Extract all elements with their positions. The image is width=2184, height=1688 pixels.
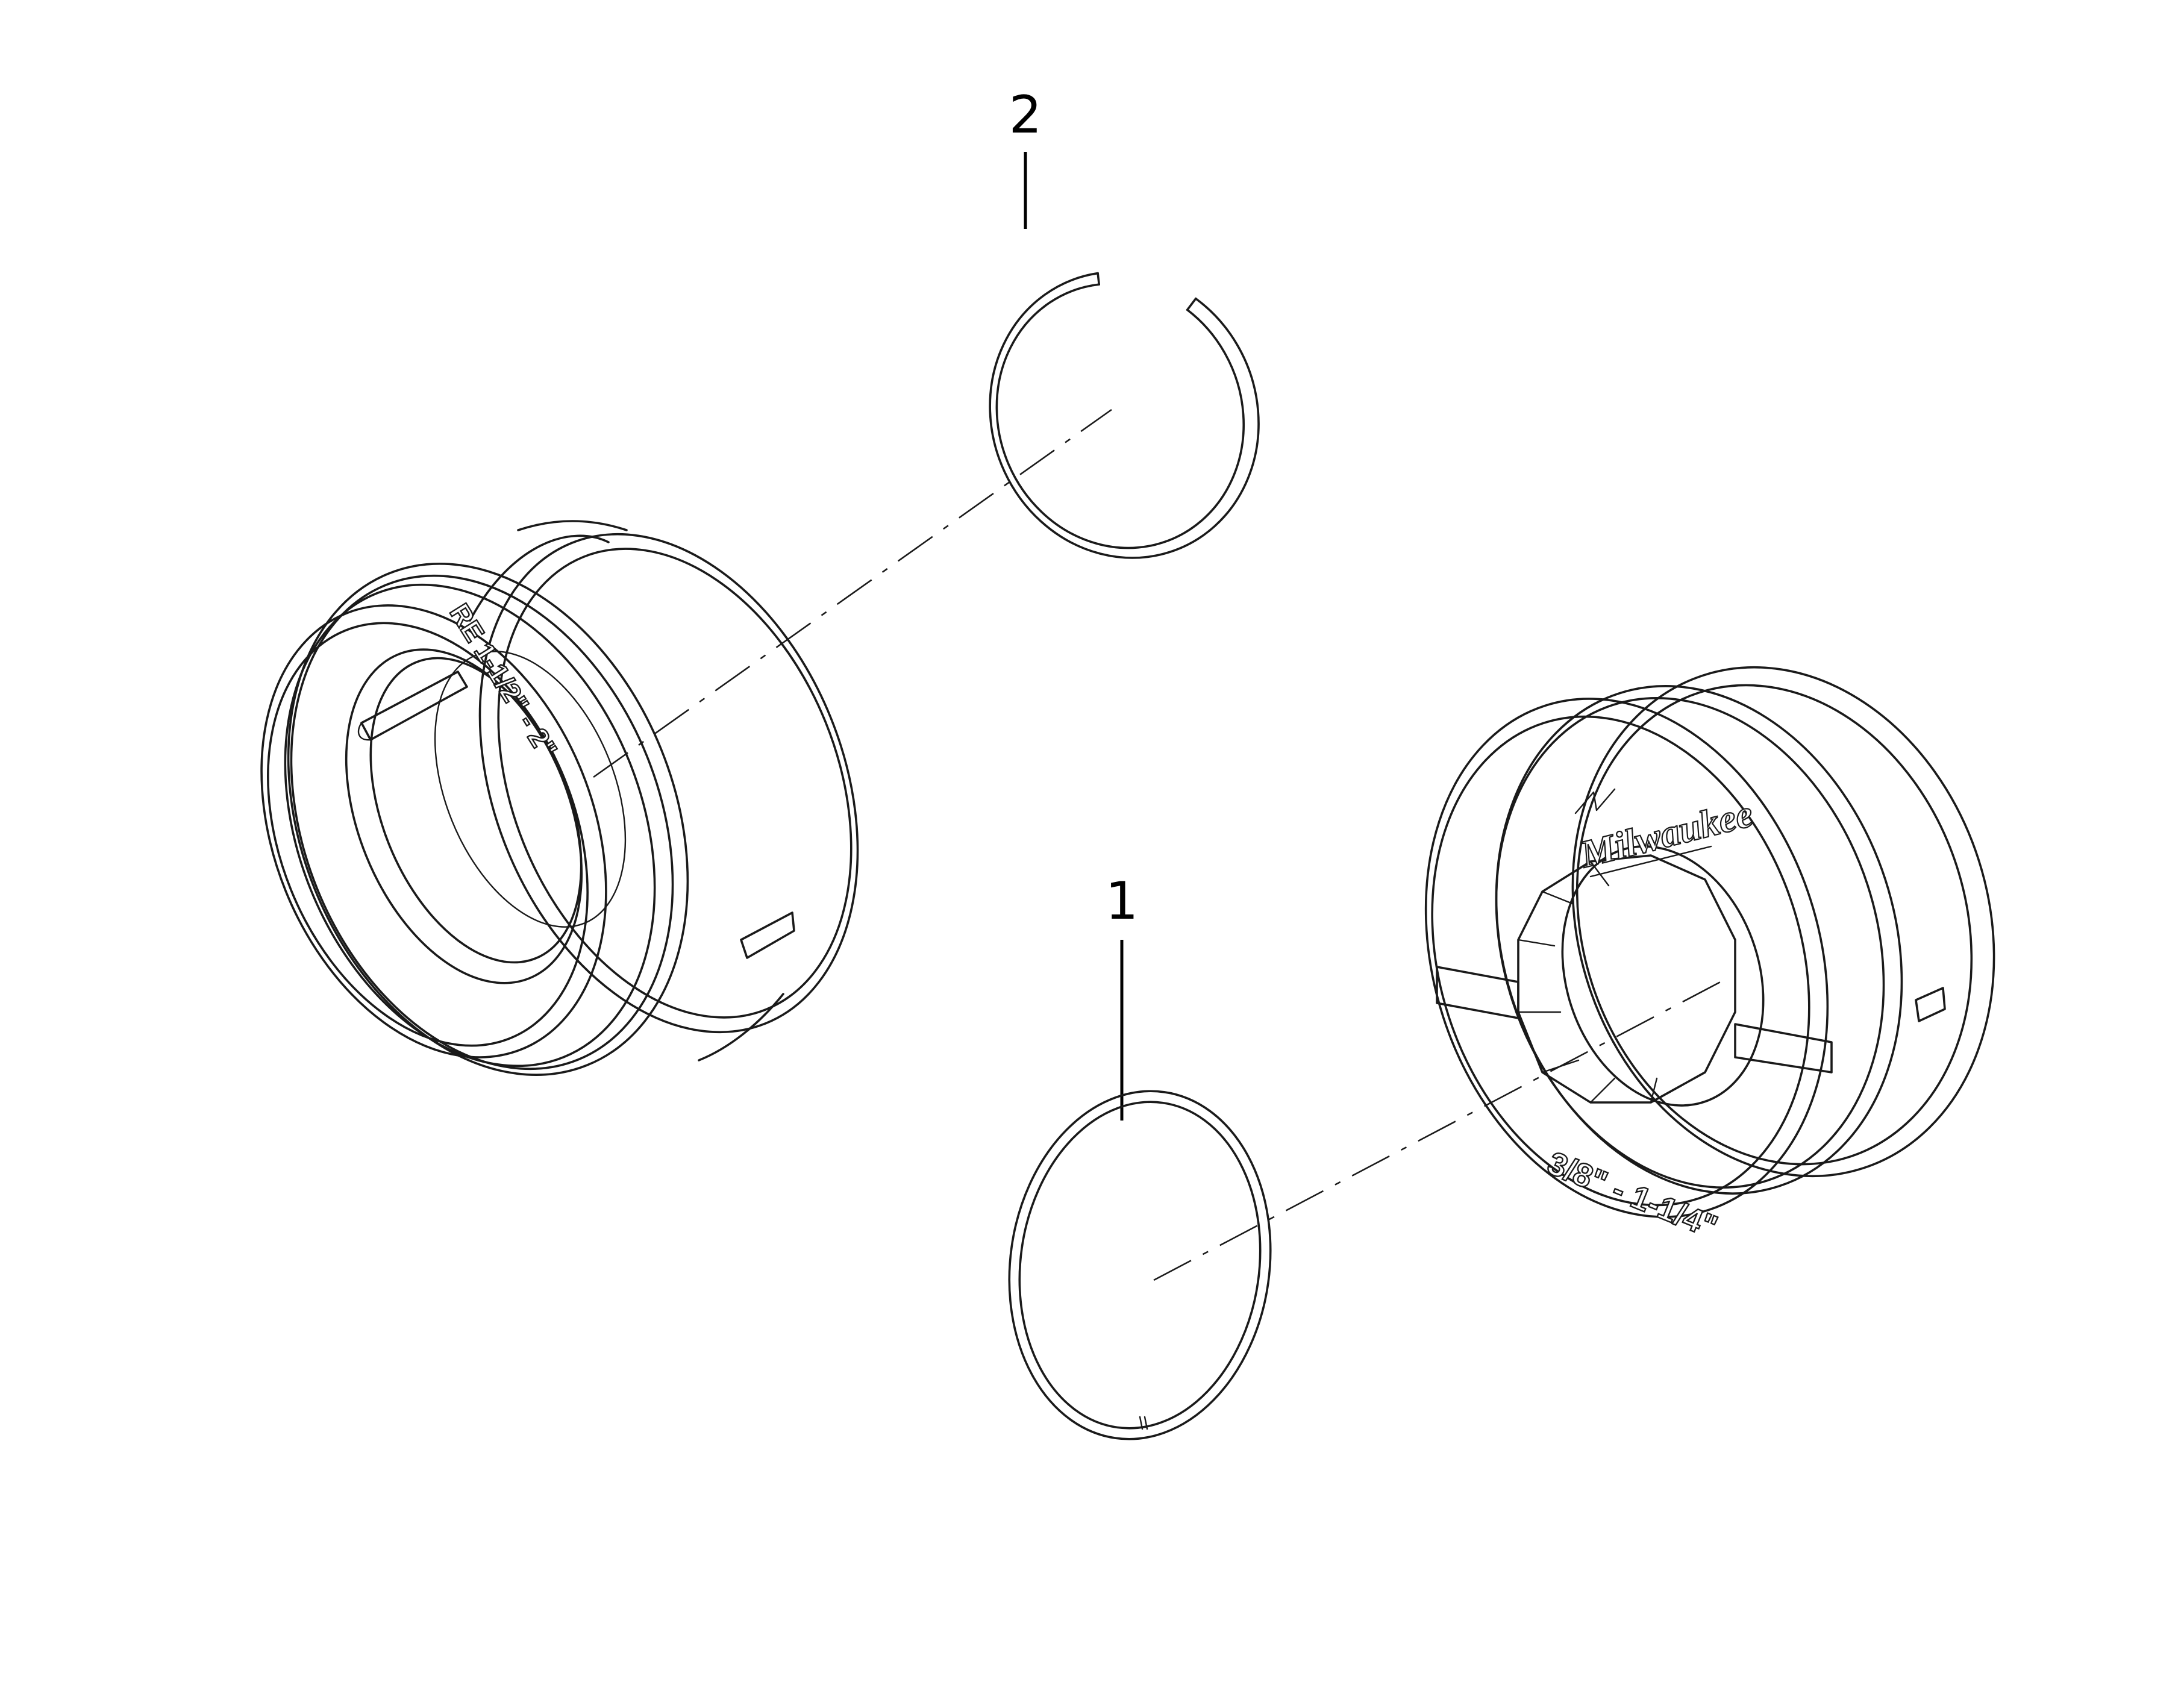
die-adapter-small[interactable]: Milwaukee 3/8" - 1-1/4"	[1362, 612, 2059, 1269]
callout-2[interactable]: 2	[1009, 85, 1042, 229]
left-die-size-marking: RE 1-1/2" - 2"	[444, 598, 564, 764]
die-adapter-large[interactable]: RE 1-1/2" - 2"	[198, 478, 928, 1135]
callout-label-1: 1	[1106, 871, 1139, 931]
axis-line-lower	[1153, 978, 1727, 1281]
callout-1[interactable]: 1	[1106, 871, 1139, 1121]
split-retaining-ring[interactable]	[947, 231, 1301, 599]
retaining-ring[interactable]	[987, 1074, 1293, 1456]
axis-line-upper	[593, 408, 1112, 778]
callout-label-2: 2	[1009, 85, 1042, 145]
